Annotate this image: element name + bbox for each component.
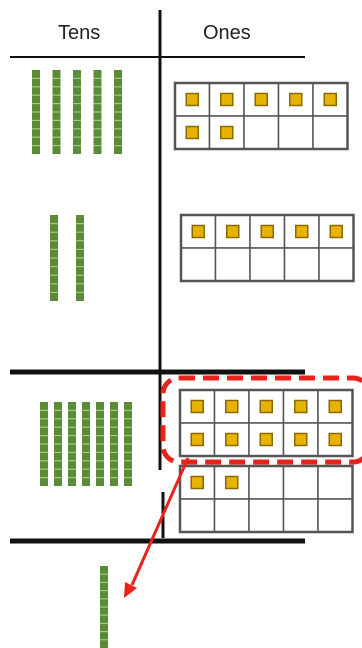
ten-frame-cell [279, 116, 314, 149]
unit-cube-icon [227, 226, 239, 238]
ten-frame-cell [216, 248, 251, 281]
ten-frame-cell [244, 116, 279, 149]
unit-cube-icon [192, 226, 204, 238]
unit-cube-icon [330, 226, 342, 238]
unit-cube-icon [186, 94, 198, 106]
unit-cube-icon [186, 127, 198, 139]
unit-cube-icon [226, 477, 238, 489]
unit-cube-icon [255, 94, 267, 106]
ten-rod-icon [82, 402, 90, 486]
ten-frame-cell [285, 248, 320, 281]
ten-rod-icon [32, 70, 40, 154]
ten-frame-cell [284, 466, 319, 499]
ten-rod-icon [53, 70, 61, 154]
unit-cube-icon [226, 401, 238, 413]
unit-cube-icon [324, 94, 336, 106]
ten-rod-icon [94, 70, 102, 154]
ten-rod-icon [76, 215, 84, 301]
unit-cube-icon [296, 226, 308, 238]
unit-cube-icon [261, 226, 273, 238]
unit-cube-icon [221, 94, 233, 106]
unit-cube-icon [290, 94, 302, 106]
ten-rod-icon [73, 70, 81, 154]
ten-frame-cell [250, 248, 285, 281]
ten-rod-icon [114, 70, 122, 154]
unit-cube-icon [260, 434, 272, 446]
ten-frame-cell [284, 499, 319, 532]
ten-rod-icon [68, 402, 76, 486]
arrow-head-icon [124, 582, 137, 598]
unit-cube-icon [329, 401, 341, 413]
unit-cube-icon [191, 401, 203, 413]
unit-cube-icon [329, 434, 341, 446]
unit-cube-icon [226, 434, 238, 446]
ten-frame-cell [180, 499, 215, 532]
ten-rod-icon [40, 402, 48, 486]
ten-rod-icon [50, 215, 58, 301]
ten-rod-icon [110, 402, 118, 486]
ten-rod-icon [100, 566, 108, 648]
ten-frame-cell [215, 499, 250, 532]
unit-cube-icon [191, 477, 203, 489]
ten-frame-cell [313, 116, 348, 149]
ten-rod-icon [54, 402, 62, 486]
unit-cube-icon [221, 127, 233, 139]
ten-frame-cell [181, 248, 216, 281]
ten-frame-cell [319, 248, 354, 281]
ten-frame-cell [249, 466, 284, 499]
ten-rod-icon [124, 402, 132, 486]
ten-frame-cell [318, 499, 353, 532]
ten-rod-icon [96, 402, 104, 486]
unit-cube-icon [260, 401, 272, 413]
unit-cube-icon [295, 401, 307, 413]
unit-cube-icon [295, 434, 307, 446]
ten-frame-cell [249, 499, 284, 532]
ten-frame-cell [318, 466, 353, 499]
unit-cube-icon [191, 434, 203, 446]
